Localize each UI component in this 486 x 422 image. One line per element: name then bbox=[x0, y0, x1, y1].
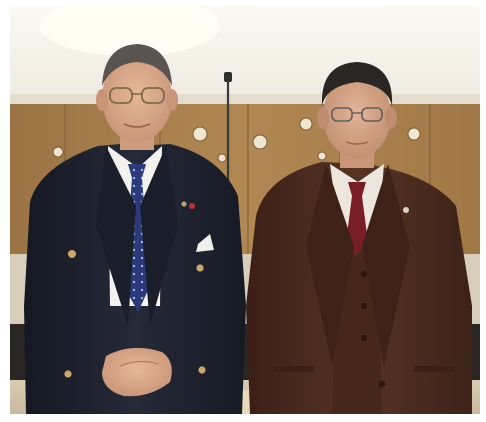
person-left bbox=[24, 44, 246, 414]
person-right bbox=[246, 62, 472, 414]
portrait-photo bbox=[10, 6, 480, 414]
